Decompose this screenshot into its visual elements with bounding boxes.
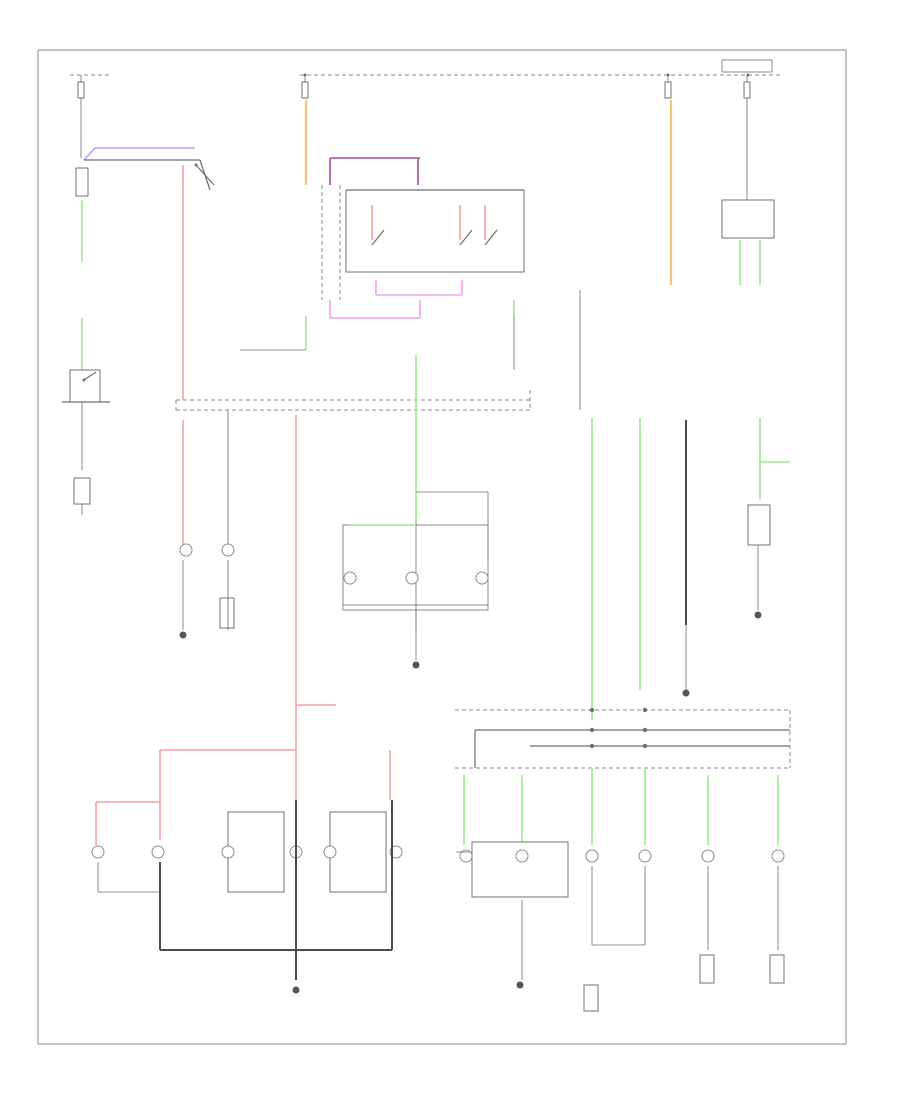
bulb-icon bbox=[179, 543, 235, 629]
left-switch-circuit bbox=[62, 98, 211, 515]
right-lamp-group bbox=[459, 768, 785, 1012]
bottom-left-lamp-cluster bbox=[91, 704, 470, 980]
right-bus bbox=[455, 707, 791, 769]
top-power-feed bbox=[70, 59, 780, 77]
connector-icon bbox=[175, 390, 531, 411]
middle-lamp-group bbox=[342, 491, 489, 611]
switch-icon bbox=[82, 163, 215, 382]
diagram-border bbox=[37, 49, 847, 1045]
fuse-icon bbox=[77, 75, 751, 99]
relay-icon bbox=[304, 100, 525, 319]
ground-icon bbox=[179, 611, 762, 994]
